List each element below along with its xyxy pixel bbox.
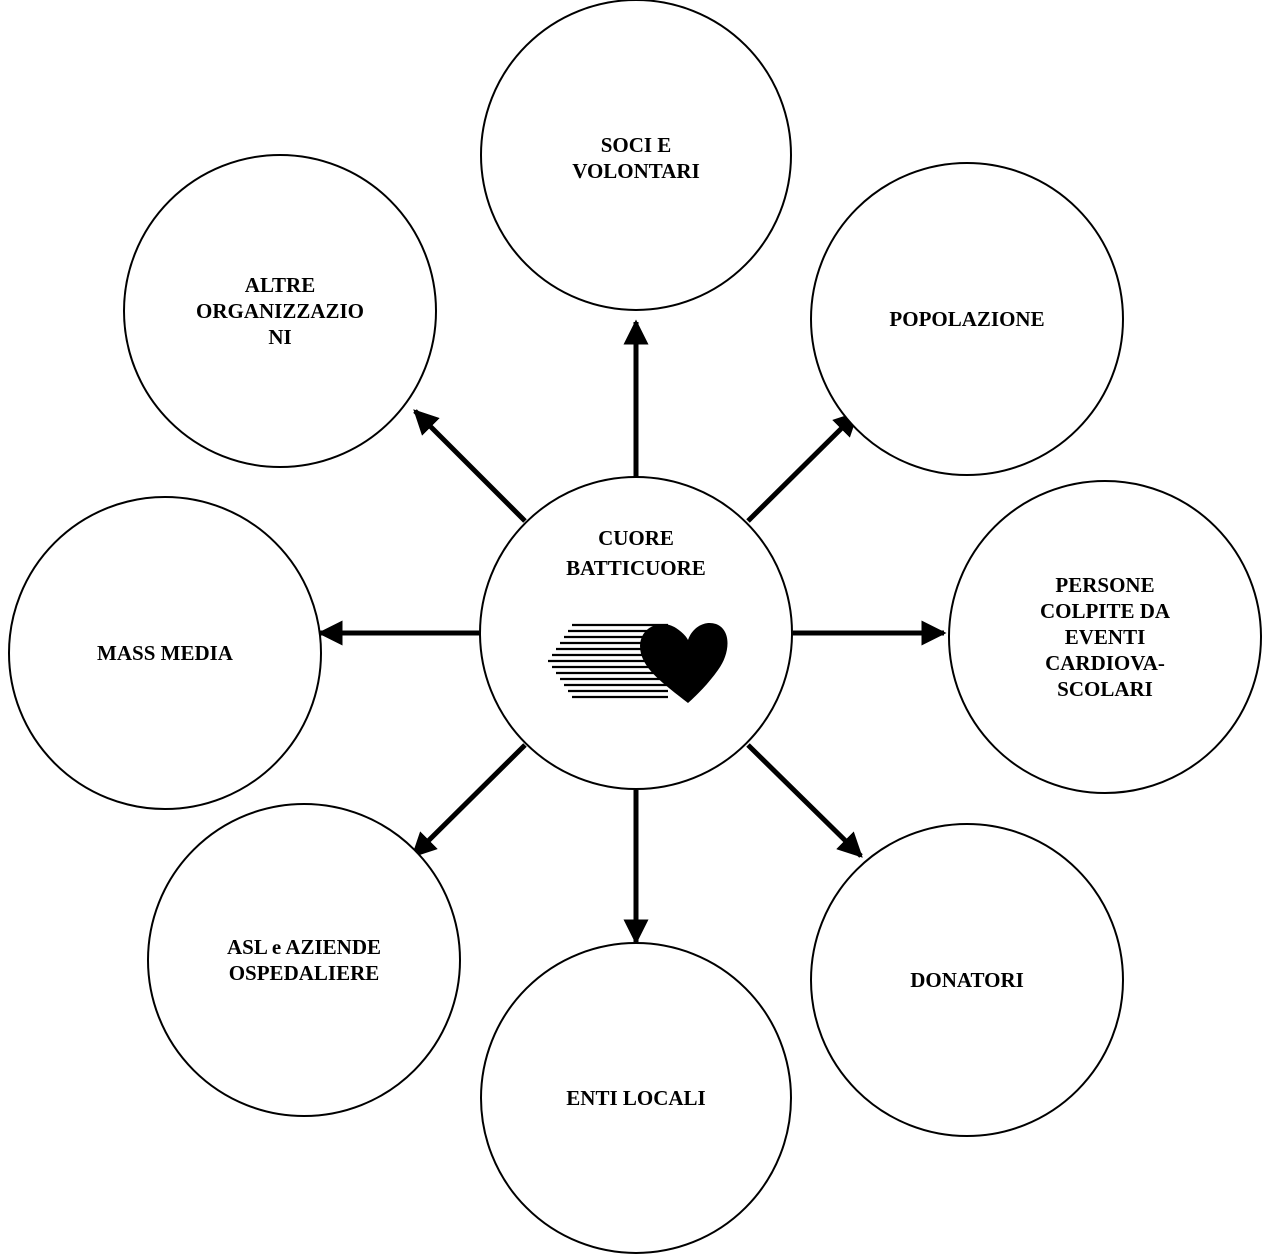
arrows-layer bbox=[317, 319, 947, 945]
node-persone-label-line: PERSONE bbox=[1055, 573, 1154, 597]
node-popolazione: POPOLAZIONE bbox=[810, 162, 1124, 476]
node-enti-circle bbox=[480, 942, 792, 1254]
node-persone-label-line: CARDIOVA- bbox=[1045, 651, 1165, 675]
node-enti-label-line: ENTI LOCALI bbox=[566, 1086, 705, 1110]
node-mass-media-label-line: MASS MEDIA bbox=[97, 641, 234, 665]
node-altre-label-line: NI bbox=[268, 325, 291, 349]
node-mass-media-circle bbox=[8, 496, 322, 810]
heart-logo-icon bbox=[548, 622, 728, 703]
node-persone-label-line: SCOLARI bbox=[1057, 677, 1153, 701]
node-donatori-circle bbox=[810, 823, 1124, 1137]
arrow-to-altre bbox=[413, 409, 527, 523]
node-asl-circle bbox=[147, 803, 461, 1117]
center-title-line: CUORE bbox=[598, 526, 674, 550]
node-asl-label-line: OSPEDALIERE bbox=[229, 961, 380, 985]
node-soci-label-line: SOCI E bbox=[601, 133, 672, 157]
center-node: CUORE BATTICUORE bbox=[479, 476, 793, 790]
node-altre-circle bbox=[123, 154, 437, 468]
node-popolazione-label-line: POPOLAZIONE bbox=[889, 307, 1044, 331]
center-node-circle bbox=[479, 476, 793, 790]
arrow-to-popolazione bbox=[746, 411, 859, 523]
node-soci-label-line: VOLONTARI bbox=[572, 159, 700, 183]
heart-shape bbox=[640, 622, 728, 703]
node-donatori-label-line: DONATORI bbox=[910, 968, 1024, 992]
node-altre-label-line: ORGANIZZAZIO bbox=[196, 299, 364, 323]
node-asl-label-line: ASL e AZIENDE bbox=[227, 935, 381, 959]
node-soci-circle bbox=[480, 0, 792, 311]
center-title-line: BATTICUORE bbox=[566, 556, 706, 580]
node-persone-label-line: EVENTI bbox=[1065, 625, 1146, 649]
arrow-to-asl bbox=[411, 743, 527, 858]
node-popolazione-circle bbox=[810, 162, 1124, 476]
node-donatori: DONATORI bbox=[810, 823, 1124, 1137]
node-altre-label-line: ALTRE bbox=[245, 273, 315, 297]
node-mass-media: MASS MEDIA bbox=[8, 496, 322, 810]
arrow-to-donatori bbox=[746, 743, 863, 858]
node-persone-circle bbox=[948, 480, 1262, 794]
node-persone-label-line: COLPITE DA bbox=[1040, 599, 1171, 623]
node-enti: ENTI LOCALI bbox=[480, 942, 792, 1254]
